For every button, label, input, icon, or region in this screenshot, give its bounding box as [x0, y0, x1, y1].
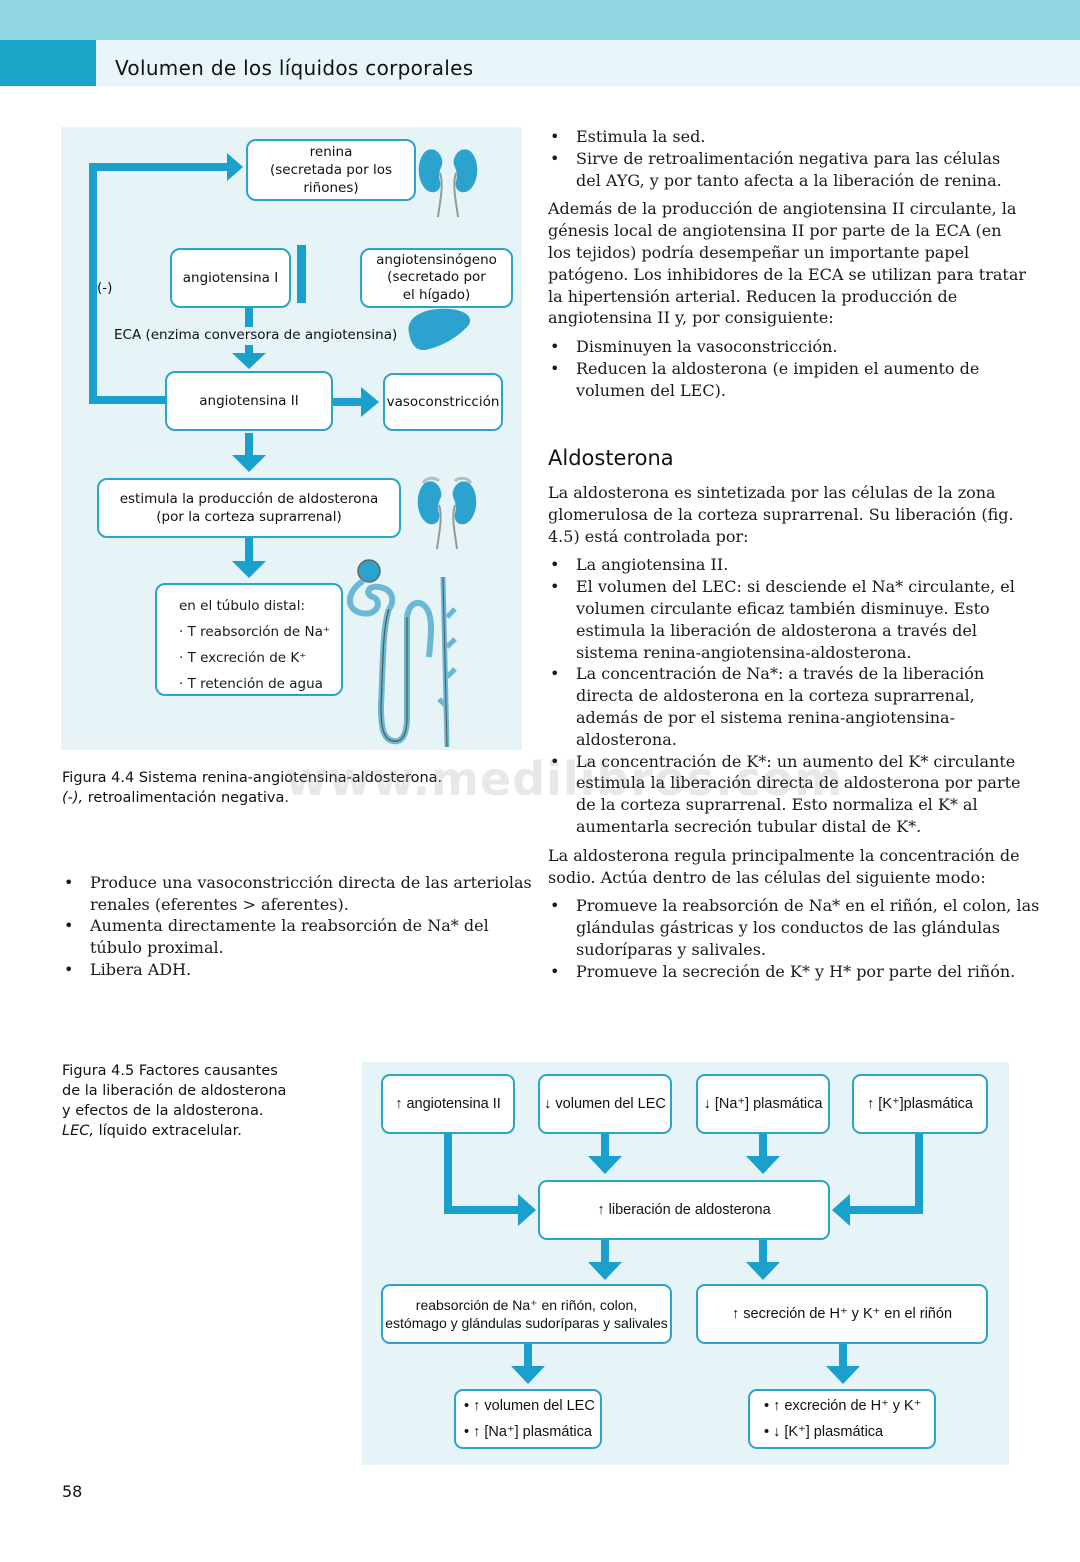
- paragraph: La aldosterona es sintetizada por las cé…: [548, 483, 1014, 546]
- list-item: La concentración de K*: un aumento del K…: [548, 751, 1040, 838]
- figure-4-4-arrows: [89, 149, 478, 748]
- caption-line: de la liberación de aldosterona: [62, 1083, 287, 1099]
- list-item: Produce una vasoconstricción directa de …: [62, 872, 537, 915]
- angiotensinogeno-label: angiotensinógeno: [376, 251, 497, 268]
- eca-label: ECA (enzima conversora de angiotensina): [114, 327, 398, 343]
- arrow-to-tubulo: [232, 561, 266, 578]
- figure-4-5-caption: Figura 4.5 Factores causantes de la libe…: [62, 1061, 286, 1141]
- negative-feedback-label: (-): [97, 280, 113, 296]
- list-item: Aumenta directamente la reabsorción de N…: [62, 915, 537, 958]
- effects-excretion-box: • ↑ excreción de H⁺ y K⁺ • ↓ [K⁺] plasmá…: [748, 1389, 936, 1449]
- tubulo-title: en el túbulo distal:: [179, 598, 305, 614]
- figure-4-5-arrows: [444, 1134, 923, 1384]
- angiotensinogeno-sublabel-2: el hígado): [402, 286, 471, 303]
- angiotensina-ii-box: angiotensina II: [165, 371, 333, 431]
- paragraph: La aldosterona regula principalmente la …: [548, 845, 1020, 887]
- header-accent: [0, 40, 96, 86]
- list-item: Reducen la aldosterona (e impiden el aum…: [548, 358, 1028, 402]
- right-column-top: Estimula la sed. Sirve de retroalimentac…: [548, 126, 1028, 402]
- tubulo-item: · T excreción de K⁺: [179, 650, 307, 666]
- arrow-to-ang2: [232, 353, 266, 369]
- list-item: Promueve la secreción de K* y H* por par…: [548, 961, 1040, 983]
- separator-bar: [297, 245, 306, 303]
- volumen-lec-factor-box: ↓ volumen del LEC: [538, 1074, 672, 1134]
- arrow-k-to-release: [832, 1194, 850, 1226]
- tubulo-item: · T retención de agua: [179, 676, 323, 692]
- na-plasmatica-factor-box: ↓ [Na⁺] plasmática: [696, 1074, 830, 1134]
- arrow-vol-to-release: [588, 1156, 622, 1174]
- reabsorcion-na-box: reabsorción de Na⁺ en riñón, colon, estó…: [381, 1284, 672, 1344]
- angiotensinogeno-sublabel: (secretado por: [387, 269, 486, 286]
- caption-line: Figura 4.5 Factores causantes: [62, 1063, 278, 1079]
- paragraph: Además de la producción de angiotensina …: [548, 199, 1027, 328]
- right-column-aldosterona: La aldosterona es sintetizada por las cé…: [548, 482, 1040, 983]
- effect-item: • ↑ [Na⁺] plasmática: [464, 1424, 592, 1440]
- caption-line: líquido extracelular.: [93, 1123, 242, 1139]
- arrow-na-to-release: [746, 1156, 780, 1174]
- figure-4-5: ↑ angiotensina II ↓ volumen del LEC ↓ [N…: [362, 1062, 1009, 1465]
- reabsorcion-label: reabsorción de Na⁺ en riñón, colon,: [415, 1296, 638, 1313]
- kidney-adrenal-icon: [417, 476, 477, 550]
- left-bullet-list: Produce una vasoconstricción directa de …: [62, 872, 537, 981]
- list-item: La angiotensina II.: [548, 554, 1040, 576]
- arrow-release-to-reab: [588, 1262, 622, 1280]
- arrow-sec-to-out2: [826, 1366, 860, 1384]
- liberacion-aldosterona-box: ↑ liberación de aldosterona: [538, 1180, 830, 1240]
- aldosterona-sublabel: (por la corteza suprarrenal): [156, 509, 342, 525]
- effects-volume-box: • ↑ volumen del LEC • ↑ [Na⁺] plasmática: [454, 1389, 602, 1449]
- renina-sublabel: (secretada por los riñones): [269, 161, 392, 197]
- figure-4-4-caption: Figura 4.4 Sistema renina-angiotensina-a…: [62, 768, 442, 808]
- arrow-ang-to-release: [518, 1194, 536, 1226]
- effect-item: • ↓ [K⁺] plasmática: [764, 1424, 884, 1440]
- angiotensina-i-box: angiotensina I: [170, 248, 291, 308]
- caption-italic: (-),: [62, 790, 84, 806]
- kidney-icon: [418, 149, 478, 218]
- renina-label: renina: [309, 143, 353, 160]
- nephron-icon: [347, 559, 457, 748]
- aldosterona-label: estimula la producción de aldosterona: [119, 490, 379, 507]
- arrow-to-aldo: [232, 455, 266, 472]
- vasoconstriccion-box: vasoconstricción: [383, 373, 503, 431]
- list-item: Libera ADH.: [62, 959, 537, 981]
- effect-item: • ↑ excreción de H⁺ y K⁺: [764, 1398, 922, 1414]
- renina-box: renina (secretada por los riñones): [246, 139, 416, 201]
- caption-line: y efectos de la aldosterona.: [62, 1103, 264, 1119]
- tubulo-item: · T reabsorción de Na⁺: [179, 624, 331, 640]
- caption-line: retroalimentación negativa.: [83, 790, 289, 806]
- caption-italic: LEC,: [62, 1123, 94, 1139]
- section-heading: Aldosterona: [548, 446, 674, 470]
- angiotensina-ii-factor-box: ↑ angiotensina II: [381, 1074, 515, 1134]
- list-item: La concentración de Na*: a través de la …: [548, 663, 1040, 750]
- effect-item: • ↑ volumen del LEC: [464, 1398, 595, 1414]
- k-plasmatica-factor-box: ↑ [K⁺]plasmática: [852, 1074, 988, 1134]
- angiotensinogeno-box: angiotensinógeno (secretado por el hígad…: [360, 248, 513, 308]
- arrow-release-to-sec: [746, 1262, 780, 1280]
- arrow-reab-to-out1: [511, 1366, 545, 1384]
- list-item: Estimula la sed.: [548, 126, 1028, 148]
- header-bar: [96, 40, 1080, 86]
- list-item: Sirve de retroalimentación negativa para…: [548, 148, 1028, 192]
- reabsorcion-sublabel: estómago y glándulas sudoríparas y saliv…: [385, 1315, 668, 1331]
- arrow-to-vaso: [361, 387, 379, 417]
- chapter-title: Volumen de los líquidos corporales: [115, 56, 474, 80]
- tubulo-distal-box: en el túbulo distal: · T reabsorción de …: [155, 583, 343, 696]
- feedback-line: [89, 163, 229, 404]
- aldosterona-box: estimula la producción de aldosterona (p…: [97, 478, 401, 538]
- list-item: Promueve la reabsorción de Na* en el riñ…: [548, 895, 1040, 960]
- caption-line: Figura 4.4 Sistema renina-angiotensina-a…: [62, 770, 443, 786]
- page-number: 58: [62, 1482, 83, 1501]
- figure-4-4: renina (secretada por los riñones) angio…: [61, 127, 522, 750]
- secrecion-h-k-box: ↑ secreción de H⁺ y K⁺ en el riñón: [696, 1284, 988, 1344]
- header-band: [0, 0, 1080, 40]
- feedback-arrowhead: [227, 153, 243, 181]
- liver-icon: [408, 308, 471, 351]
- list-item: El volumen del LEC: si desciende el Na* …: [548, 576, 1040, 663]
- list-item: Disminuyen la vasoconstricción.: [548, 336, 1028, 358]
